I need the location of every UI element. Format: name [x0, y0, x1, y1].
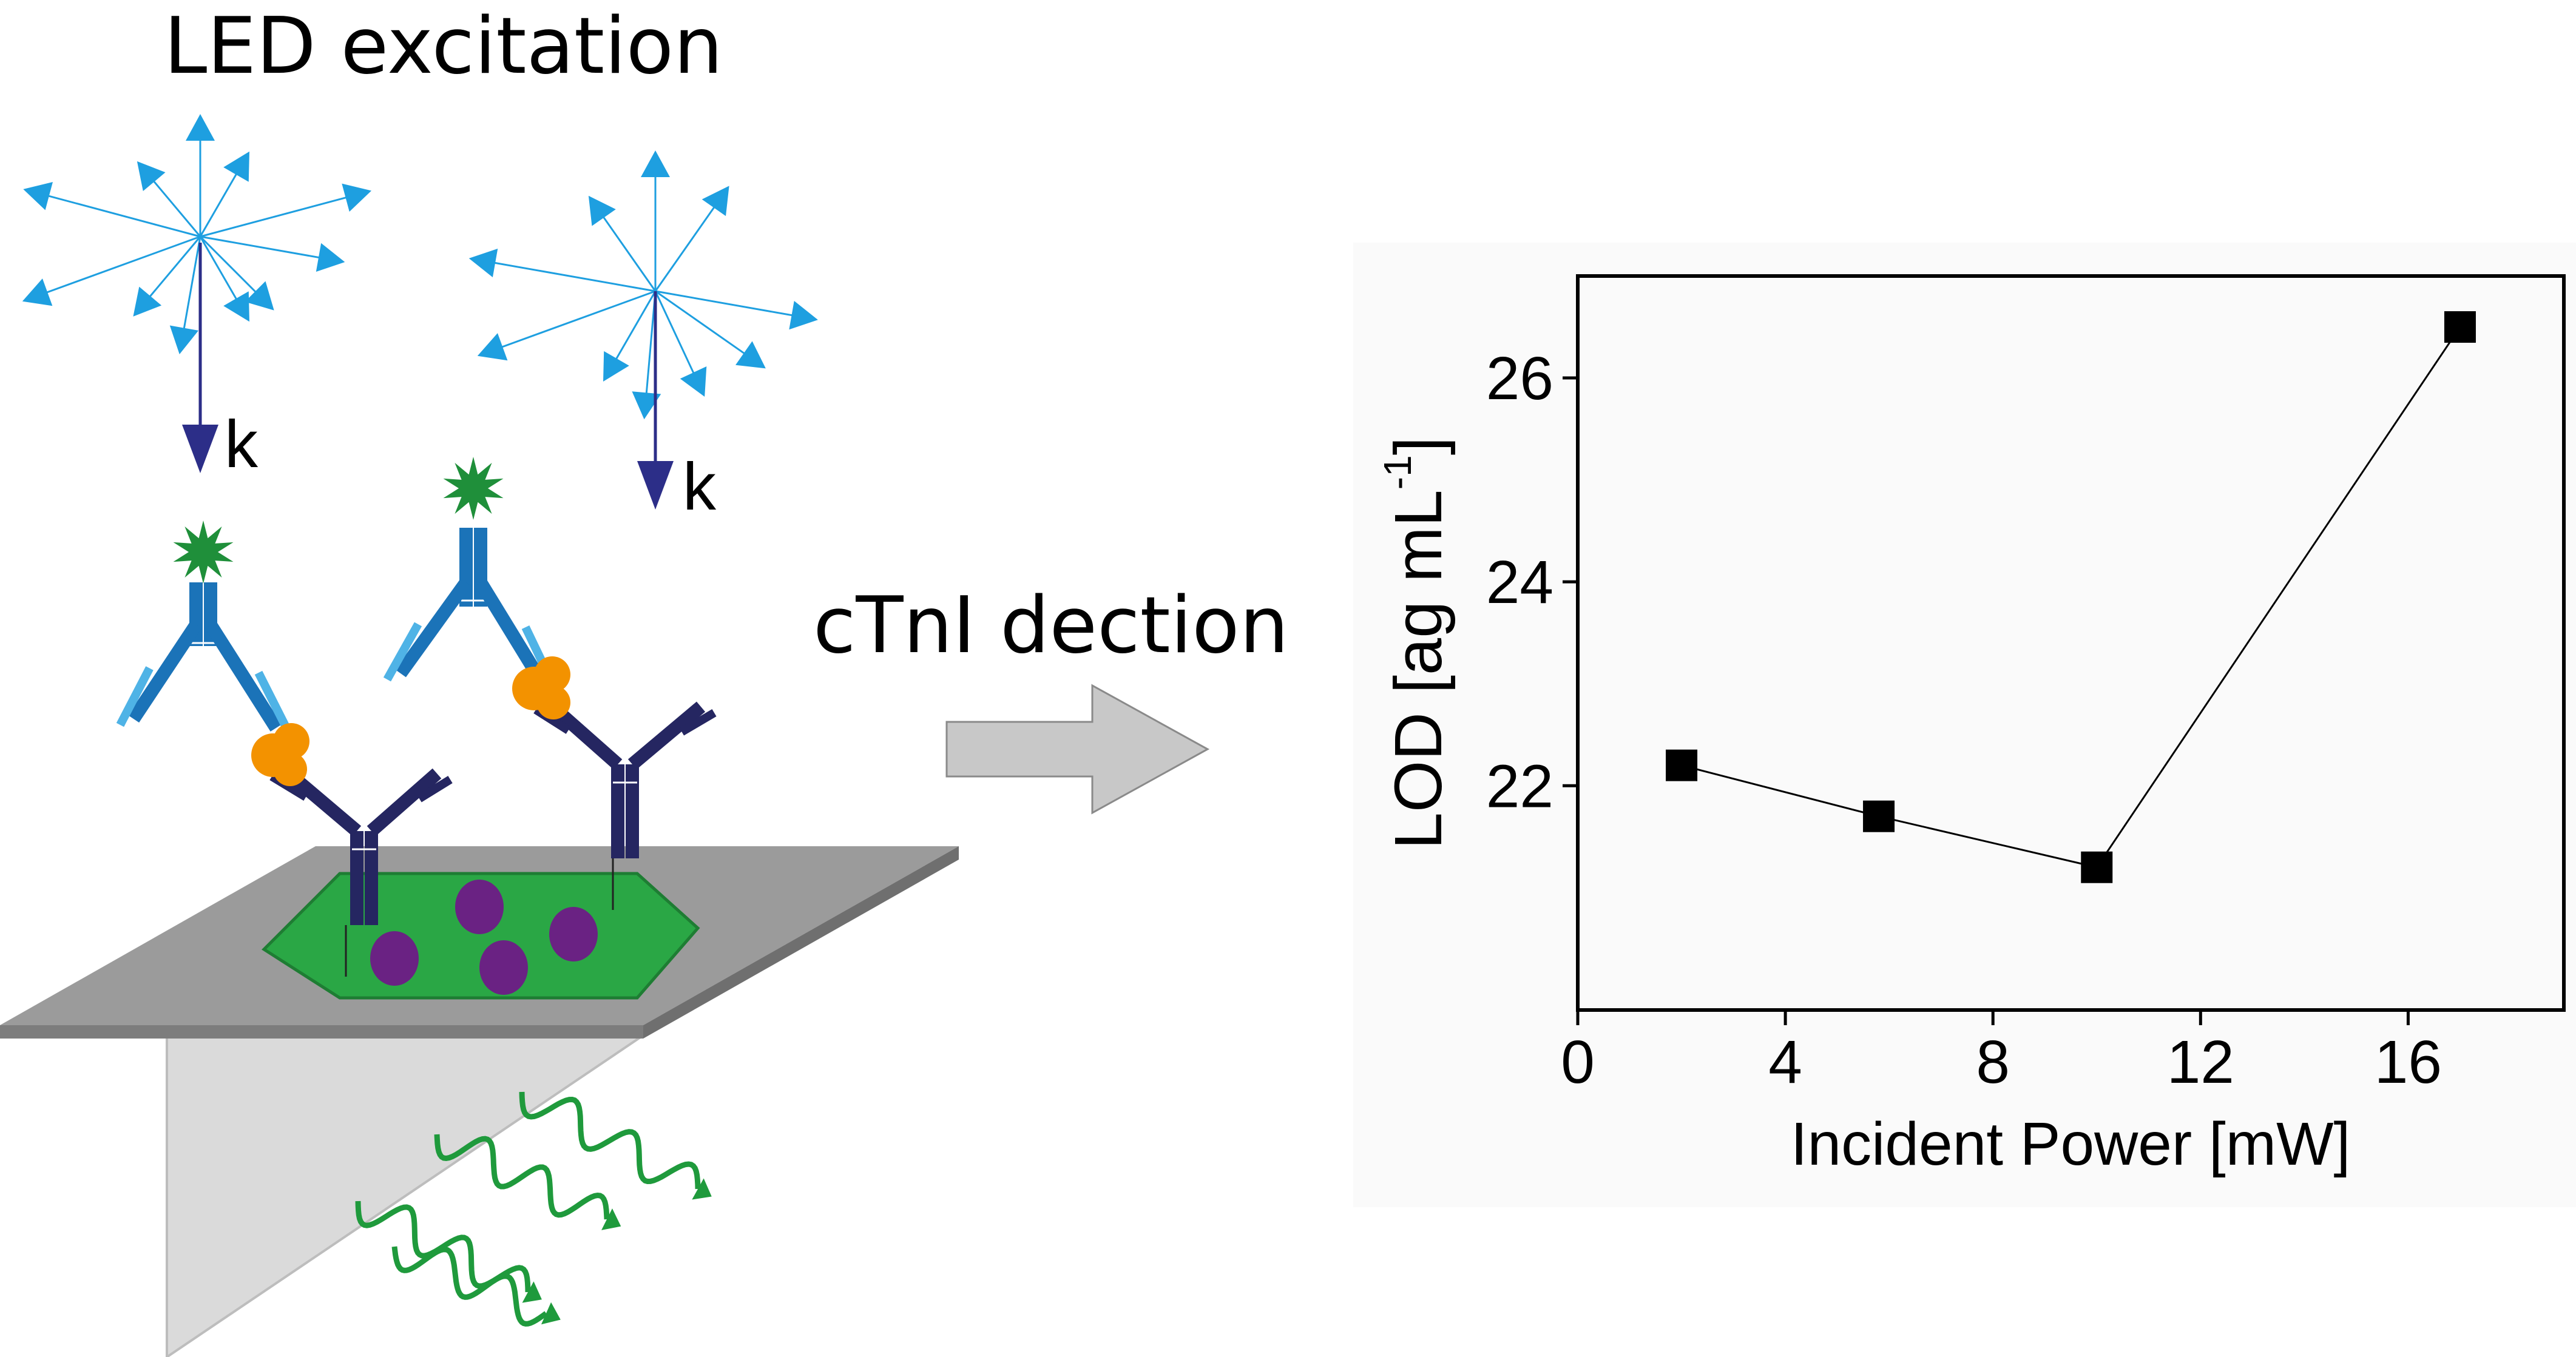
led-ray [199, 151, 249, 237]
led-ray [200, 183, 372, 238]
led-ray [632, 291, 661, 420]
led-source-right [468, 150, 818, 420]
antigen-cluster-right [512, 656, 570, 719]
y-tick-label: 24 [1486, 548, 1553, 616]
led-ray [22, 235, 201, 306]
emission-wave [519, 1091, 712, 1200]
led-ray [603, 291, 657, 382]
y-axis-label: LOD [ag mL-1] [1376, 437, 1456, 850]
nanoparticle [455, 880, 504, 934]
led-ray [23, 182, 201, 238]
process-label: cTnI dection [813, 581, 1289, 671]
prism [166, 1030, 654, 1357]
led-ray [588, 195, 657, 292]
data-point [2081, 851, 2113, 883]
x-tick-label: 0 [1561, 1028, 1595, 1096]
emission-wave [391, 1246, 561, 1327]
data-point [1666, 749, 1698, 781]
x-axis-label: Incident Power [mW] [1791, 1110, 2351, 1178]
led-ray [654, 291, 707, 397]
figure-title: LED excitation [164, 1, 723, 92]
y-tick-label: 26 [1486, 345, 1553, 412]
lod-chart: Incident Power [mW] LOD [ag mL-1] 0 4 8 12 1… [1376, 274, 2566, 1178]
k-label-left: k [225, 407, 259, 482]
nanoparticle [549, 907, 598, 961]
led-ray [200, 235, 345, 272]
nanoparticle-group [370, 880, 598, 995]
emission-wave [434, 1134, 621, 1230]
antigen-cluster-left [251, 723, 309, 786]
series-line [1681, 326, 2461, 869]
led-ray [468, 248, 656, 292]
data-point [2444, 311, 2476, 343]
fluorophore-left [173, 520, 234, 584]
plot-frame [1576, 274, 2566, 1012]
x-tick-label: 4 [1768, 1028, 1802, 1096]
process-arrow [945, 684, 1210, 815]
led-ray [654, 186, 729, 292]
led-ray [169, 236, 201, 355]
led-ray [655, 290, 766, 369]
chart-background [1353, 243, 2576, 1207]
detection-antibody-left [116, 582, 294, 736]
led-ray [199, 236, 249, 322]
k-vector-left [182, 243, 218, 473]
led-ray [133, 236, 201, 317]
nanoparticle [370, 931, 419, 986]
led-ray [199, 235, 274, 311]
x-tick-label: 8 [1976, 1028, 2010, 1096]
k-label-right: k [683, 450, 717, 524]
capture-antibody-right [533, 698, 717, 910]
led-ray [186, 114, 215, 237]
x-tick-label: 16 [2375, 1028, 2442, 1096]
led-source-left [22, 114, 372, 355]
detection-antibody-right [383, 528, 558, 688]
emission-waves [355, 1091, 712, 1327]
k-vector-right [637, 291, 674, 510]
y-tick-label: 22 [1486, 752, 1553, 820]
x-tick-label: 12 [2167, 1028, 2234, 1096]
nanoparticle [479, 940, 528, 995]
led-ray [137, 161, 201, 237]
led-ray [477, 290, 656, 361]
led-ray [641, 150, 670, 291]
led-ray [655, 290, 818, 330]
fluorophore-right [443, 457, 504, 520]
data-point [1863, 800, 1895, 832]
